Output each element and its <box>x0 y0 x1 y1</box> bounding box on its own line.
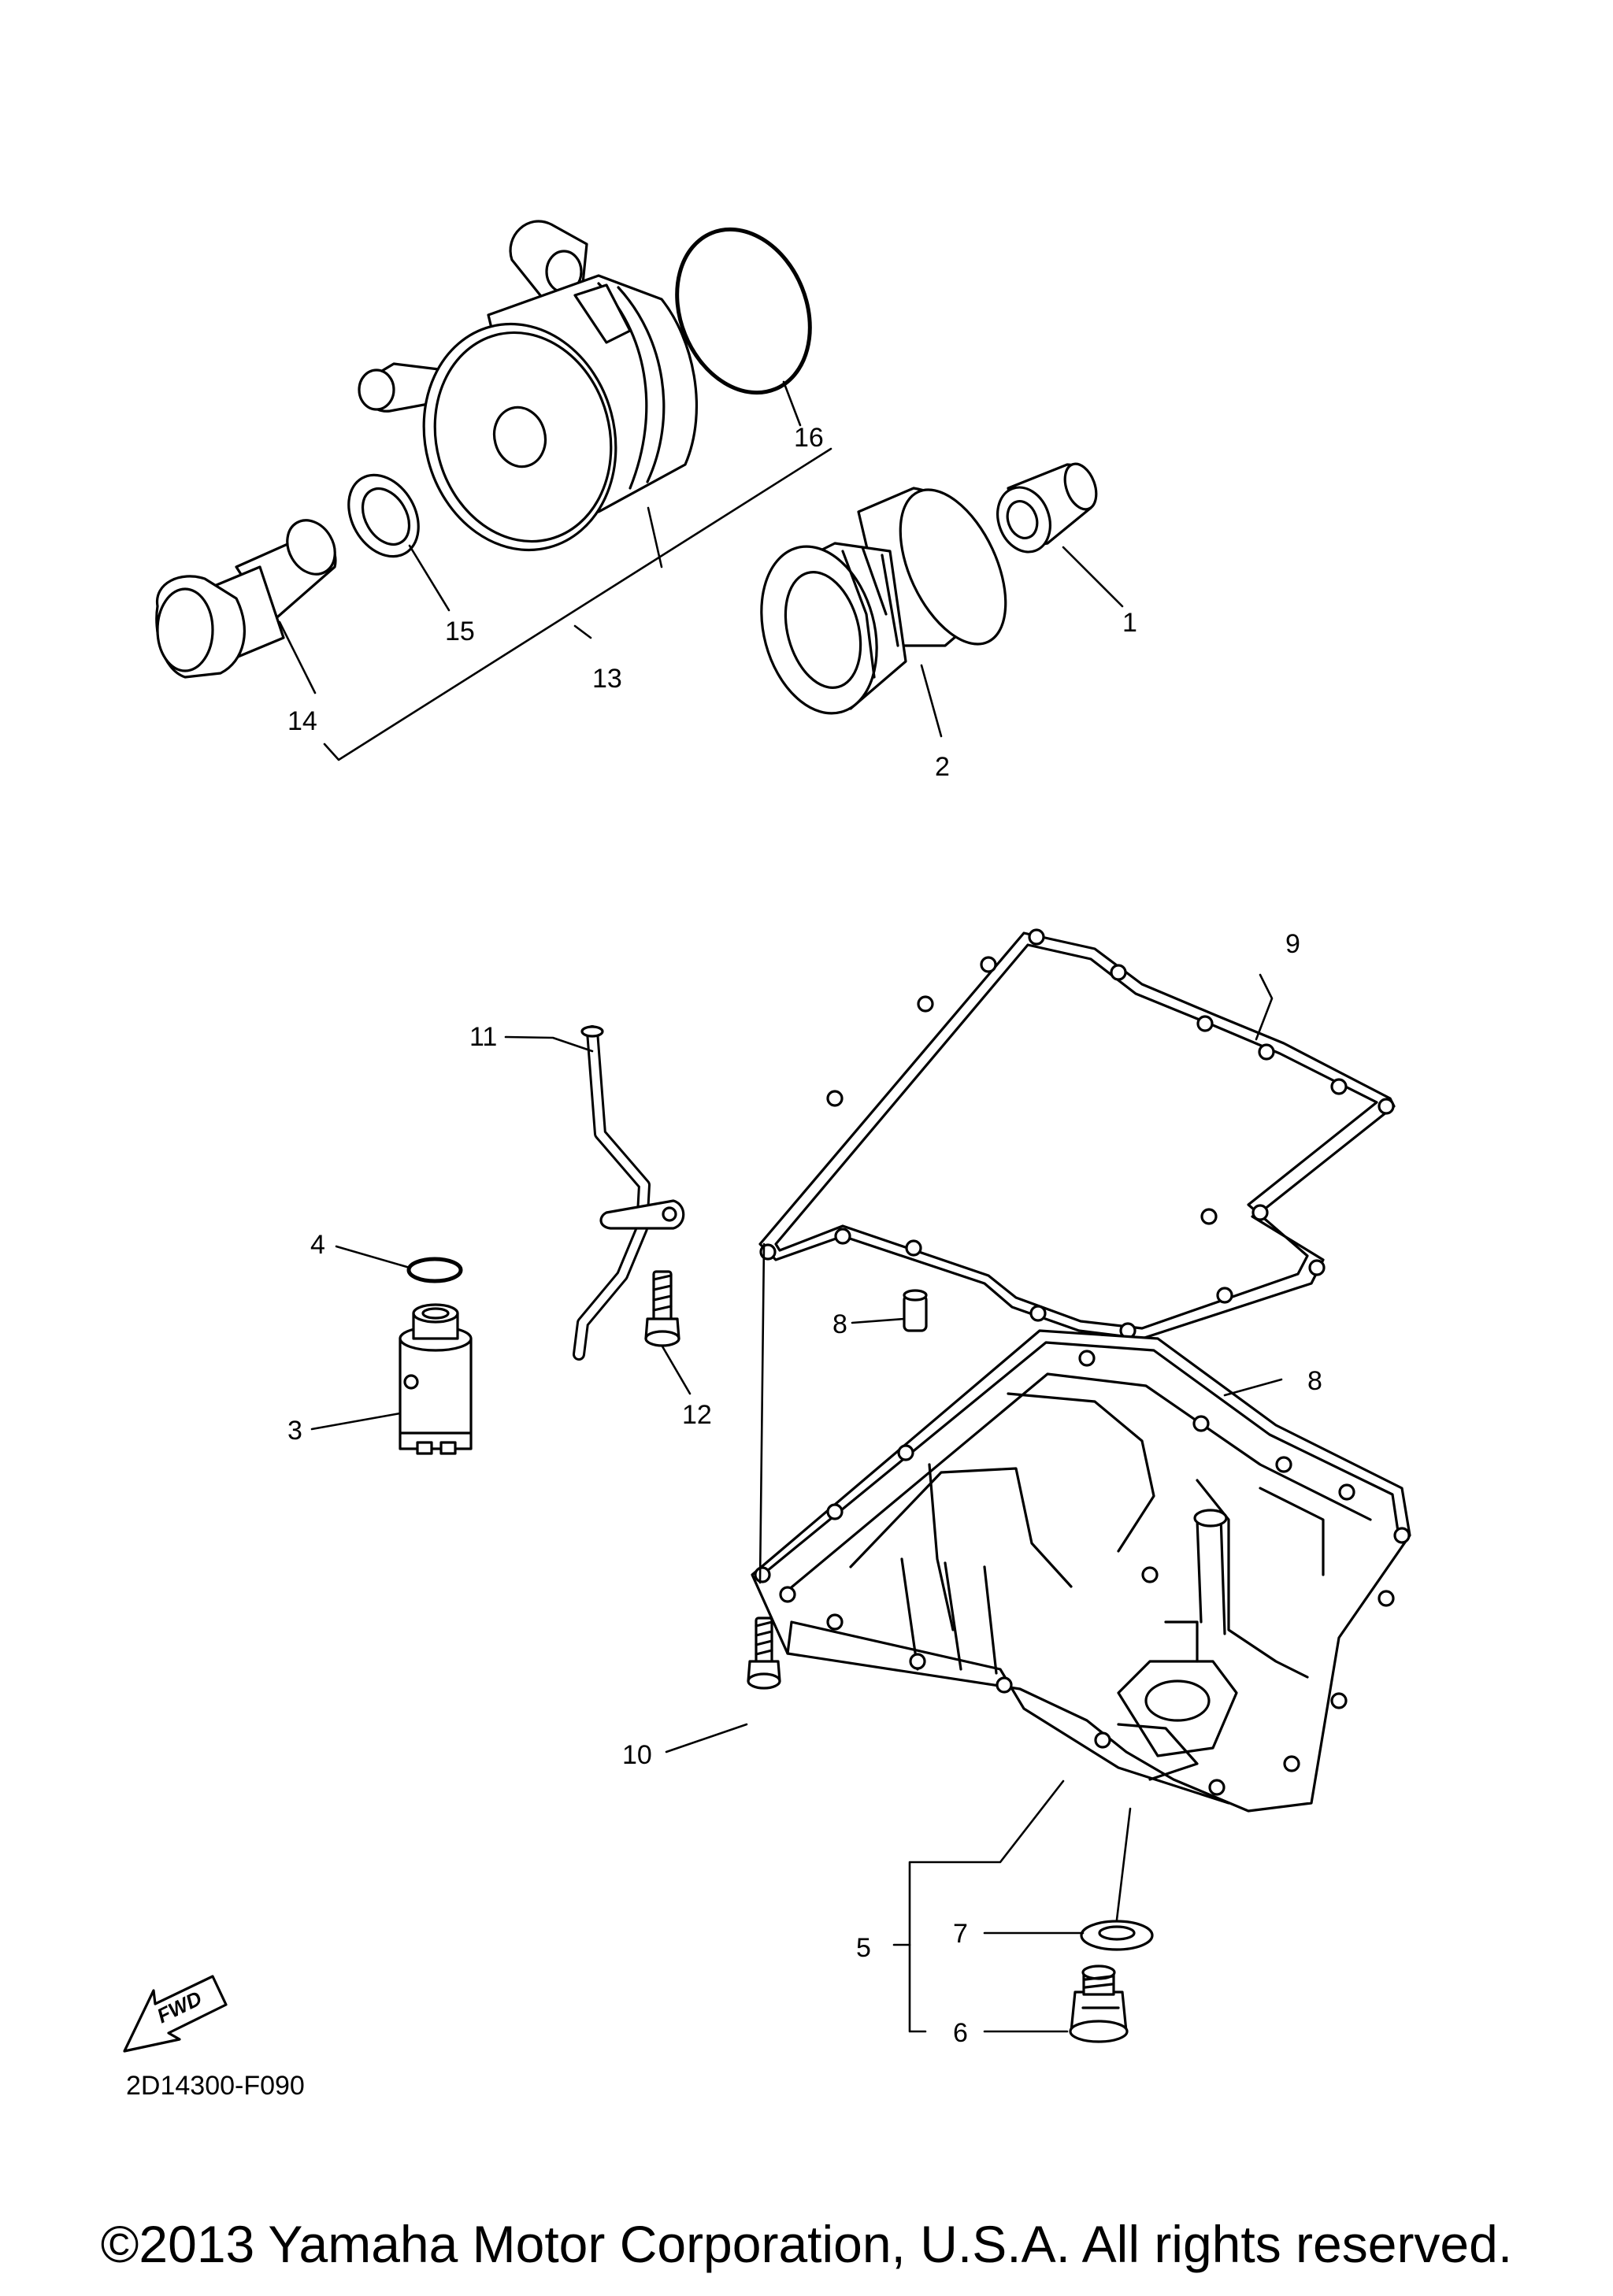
gasket-part-9 <box>758 928 1396 1340</box>
callout-labels: 1 2 3 4 5 6 7 8 8 9 10 11 12 13 14 15 16 <box>287 423 1322 2048</box>
callout-13: 13 <box>592 664 622 694</box>
strainer-part-3 <box>399 1303 473 1455</box>
callout-14: 14 <box>287 706 317 736</box>
o-ring-part-4 <box>406 1257 463 1283</box>
union-bolt-part-14 <box>155 519 337 679</box>
bolt-part-10 <box>747 1616 781 1690</box>
o-ring-part-16 <box>675 227 812 395</box>
washer-part-15 <box>347 473 420 558</box>
copyright-notice: ©2013 Yamaha Motor Corporation, U.S.A. A… <box>100 2215 1513 2273</box>
callout-9: 9 <box>1285 929 1300 959</box>
forward-direction-arrow-icon: FWD <box>123 1975 228 2053</box>
bolt-part-12 <box>644 1270 680 1347</box>
callout-8-upper: 8 <box>832 1309 847 1339</box>
diagram-code: 2D14300-F090 <box>126 2071 305 2101</box>
callout-6: 6 <box>953 2018 968 2048</box>
top-group-leaders <box>278 380 1124 761</box>
callout-7: 7 <box>953 1919 968 1949</box>
callout-1: 1 <box>1122 608 1137 638</box>
callout-3: 3 <box>287 1416 302 1446</box>
oil-cooler-part-13 <box>358 220 698 552</box>
callout-10: 10 <box>622 1740 652 1770</box>
bottom-group-leaders <box>310 973 1283 2033</box>
washer-part-7 <box>1080 1920 1154 1951</box>
callout-4: 4 <box>310 1230 325 1260</box>
callout-11: 11 <box>469 1022 497 1052</box>
callout-5: 5 <box>856 1933 871 1963</box>
callout-15: 15 <box>445 617 475 646</box>
fitting-part-1 <box>996 462 1098 554</box>
callout-16: 16 <box>794 423 824 453</box>
drain-bolt-part-6 <box>1069 1965 1129 2043</box>
callout-8-lower: 8 <box>1307 1366 1322 1396</box>
pipe-part-11 <box>573 1025 685 1361</box>
callout-12: 12 <box>682 1400 712 1430</box>
callout-2: 2 <box>935 752 950 782</box>
dowel-pin-part-8-upper <box>903 1289 928 1332</box>
oil-filter-part-2 <box>760 487 1007 715</box>
oil-pan-part-5 <box>751 1329 1411 1813</box>
